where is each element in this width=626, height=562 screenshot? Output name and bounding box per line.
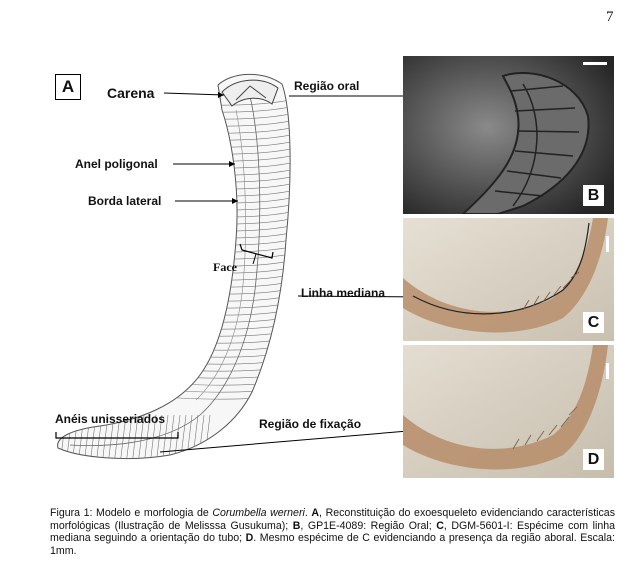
label-linha-mediana: Linha mediana: [301, 286, 386, 300]
label-regiao-fixacao: Região de fixação: [259, 417, 362, 431]
tube-outline: [57, 73, 291, 460]
caption-part3: , GP1E-4089: Região Oral;: [300, 519, 437, 532]
caption-part2: , Reconstituição do exoesqueleto evidenc…: [50, 507, 615, 532]
caption-b: B: [292, 519, 301, 532]
label-anel-poligonal: Anel poligonal: [75, 157, 158, 171]
tube-ring-line: [137, 414, 145, 459]
label-borda-lateral: Borda lateral: [88, 194, 162, 208]
photo-b-letter: B: [583, 185, 604, 206]
caption-part5: . Mesmo espécime de C evidenciando a pre…: [50, 532, 615, 557]
tube-ring-line: [149, 414, 157, 459]
photo-c: C: [403, 218, 614, 341]
rings-bracket: [55, 432, 179, 439]
tube-ring-line: [155, 414, 163, 459]
caption-species: Corumbella werneri: [212, 507, 305, 519]
tube-ring-line: [113, 414, 121, 459]
tube-illustration: [55, 73, 541, 460]
figure-caption: Figura 1: Modelo e morfologia de Corumbe…: [50, 507, 615, 557]
caption-c: C: [436, 519, 444, 532]
photo-d-letter: D: [583, 449, 604, 470]
label-aneis-unisseriados: Anéis unisseriados: [55, 412, 166, 426]
face-bracket: [239, 243, 274, 259]
photo-d: D: [403, 345, 614, 478]
figure-1: A Carena Anel poligonal Borda lateral Fa…: [55, 56, 614, 478]
label-regiao-oral: Região oral: [294, 79, 360, 93]
caption-prefix: Figura 1: Modelo e morfologia de: [50, 507, 213, 519]
label-carena: Carena: [107, 85, 155, 101]
tube-ring-line: [125, 414, 133, 459]
tube-ring-line: [119, 414, 127, 459]
caption-d: D: [245, 532, 254, 544]
caption-a: A: [311, 507, 320, 519]
caption-part4: , DGM-5601-I: Espécime com linha mediana…: [50, 519, 615, 545]
photo-b: B: [403, 56, 614, 214]
page-number: 7: [606, 9, 614, 25]
tube-midline: [69, 95, 261, 446]
photo-c-letter: C: [583, 312, 604, 333]
caption-part1: .: [304, 507, 312, 519]
label-face: Face: [213, 260, 237, 274]
tube-ring-line: [131, 414, 139, 459]
panel-a-letter: A: [55, 74, 81, 100]
tube-inner-line: [195, 109, 246, 401]
tube-ring-line: [143, 414, 151, 459]
